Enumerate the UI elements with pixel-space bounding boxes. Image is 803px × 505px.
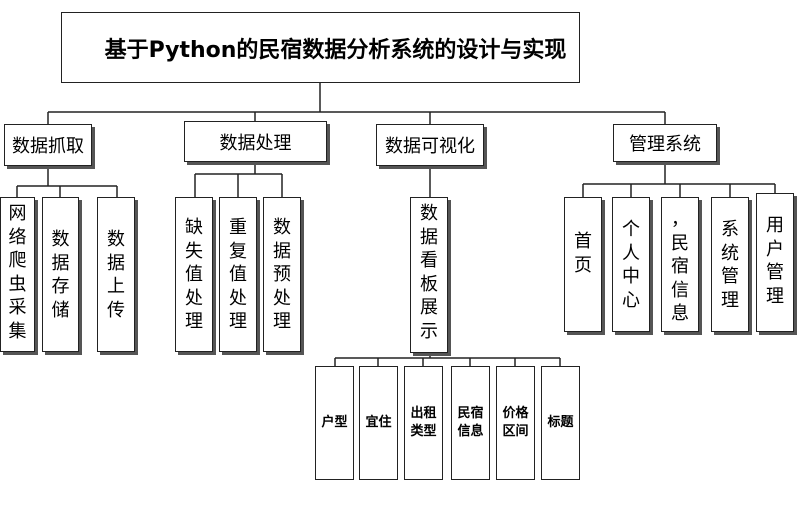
root-title: 基于Python的民宿数据分析系统的设计与实现	[104, 37, 567, 63]
submodule-label: 缺失值处理	[185, 217, 203, 332]
leaf-box: 宜住	[359, 366, 398, 480]
module-label: 数据抓取	[12, 136, 84, 157]
submodule-label: 用户管理	[766, 215, 784, 307]
module-box-data-processing: 数据处理	[184, 121, 327, 162]
submodule-label: 首页	[574, 231, 592, 276]
submodule-box: 缺失值处理	[175, 197, 213, 352]
leaf-label: 户型	[321, 415, 348, 430]
module-box-data-crawl: 数据抓取	[4, 124, 92, 166]
submodule-box: 网络爬虫采集	[0, 197, 35, 352]
submodule-label: 个人中心	[622, 219, 640, 311]
module-label: 数据处理	[219, 132, 292, 154]
leaf-label: 标题	[547, 415, 574, 430]
submodule-label: ，民宿信息	[671, 209, 689, 324]
submodule-box: 重复值处理	[219, 197, 257, 352]
submodule-box: 用户管理	[756, 193, 794, 332]
module-label: 管理系统	[629, 134, 701, 155]
submodule-label: 数据预处理	[273, 217, 291, 332]
leaf-box: 出租类型	[404, 366, 443, 480]
leaf-box: 价格区间	[496, 366, 535, 480]
submodule-label: 系统管理	[721, 219, 739, 311]
submodule-box-dashboard: 数据看板展示	[410, 197, 448, 353]
leaf-box: 户型	[315, 366, 354, 480]
submodule-box: ，民宿信息	[661, 197, 699, 332]
submodule-box: 系统管理	[711, 197, 749, 332]
leaf-label: 宜住	[365, 415, 392, 430]
leaf-label: 民宿信息	[457, 406, 484, 439]
submodule-label: 数据上传	[107, 229, 125, 321]
submodule-box: 数据上传	[97, 197, 135, 352]
submodule-box: 首页	[564, 197, 602, 332]
leaf-label: 价格区间	[502, 406, 529, 439]
root-title-box: 基于Python的民宿数据分析系统的设计与实现	[61, 12, 580, 83]
submodule-label: 重复值处理	[229, 217, 247, 332]
submodule-box: 个人中心	[612, 197, 650, 332]
leaf-label: 出租类型	[410, 406, 437, 439]
submodule-box: 数据预处理	[263, 197, 301, 352]
module-box-management: 管理系统	[613, 124, 717, 162]
submodule-label: 数据存储	[51, 229, 70, 321]
submodule-label: 网络爬虫采集	[8, 203, 27, 342]
module-label: 数据可视化	[385, 136, 475, 157]
leaf-box: 标题	[541, 366, 580, 480]
leaf-box: 民宿信息	[451, 366, 490, 480]
module-box-data-visualization: 数据可视化	[376, 124, 484, 166]
submodule-box: 数据存储	[42, 197, 79, 352]
submodule-label: 数据看板展示	[420, 203, 438, 342]
